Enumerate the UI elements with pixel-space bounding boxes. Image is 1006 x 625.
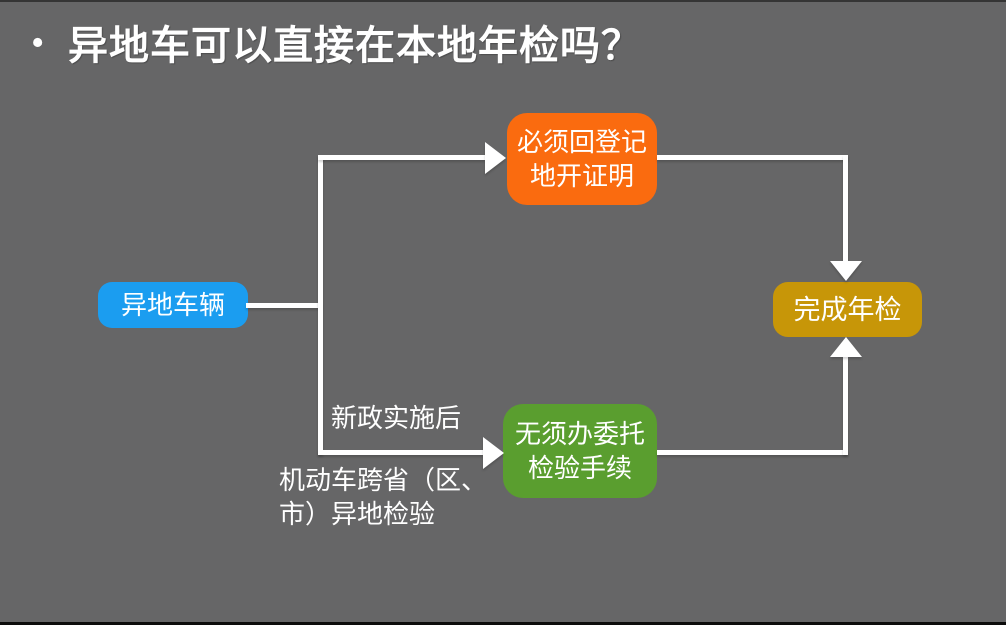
node-no-delegation-needed-line2: 检验手续 — [527, 453, 632, 483]
note-text-line2: 市）异地检验 — [279, 499, 436, 529]
title-bullet-icon: • — [31, 22, 45, 64]
note-text: 机动车跨省（区、 市）异地检验 — [279, 463, 487, 531]
node-complete-inspection: 完成年检 — [773, 282, 922, 337]
connector-source-to-junction — [246, 303, 322, 308]
node-no-delegation-needed: 无须办委托 检验手续 — [503, 404, 657, 498]
node-must-return-certificate-line2: 地开证明 — [529, 161, 634, 191]
arrow-right-icon — [485, 142, 506, 174]
slide-bottom-edge — [0, 622, 1006, 625]
connector-left-vertical — [318, 155, 323, 455]
node-remote-vehicle-label: 异地车辆 — [120, 290, 225, 320]
connector-to-orange-shaft — [318, 155, 485, 160]
branch-label: 新政实施后 — [331, 403, 462, 433]
node-complete-inspection-label: 完成年检 — [793, 294, 902, 325]
arrow-up-icon — [830, 337, 862, 357]
note-text-line1: 机动车跨省（区、 — [279, 465, 488, 495]
node-remote-vehicle: 异地车辆 — [98, 282, 248, 328]
connector-right-vertical-down — [843, 155, 848, 261]
arrow-down-icon — [830, 261, 862, 281]
connector-green-to-right — [657, 450, 848, 455]
slide-top-edge — [0, 0, 1006, 2]
connector-to-green-shaft — [318, 450, 483, 455]
node-must-return-certificate-line1: 必须回登记 — [516, 127, 647, 157]
arrow-right-icon — [483, 437, 504, 469]
slide-title: 异地车可以直接在本地年检吗？ — [68, 23, 642, 68]
node-no-delegation-needed-line1: 无须办委托 — [514, 419, 645, 449]
connector-right-vertical-up — [843, 357, 848, 455]
connector-orange-to-right — [657, 155, 848, 160]
node-must-return-certificate: 必须回登记 地开证明 — [507, 113, 657, 205]
